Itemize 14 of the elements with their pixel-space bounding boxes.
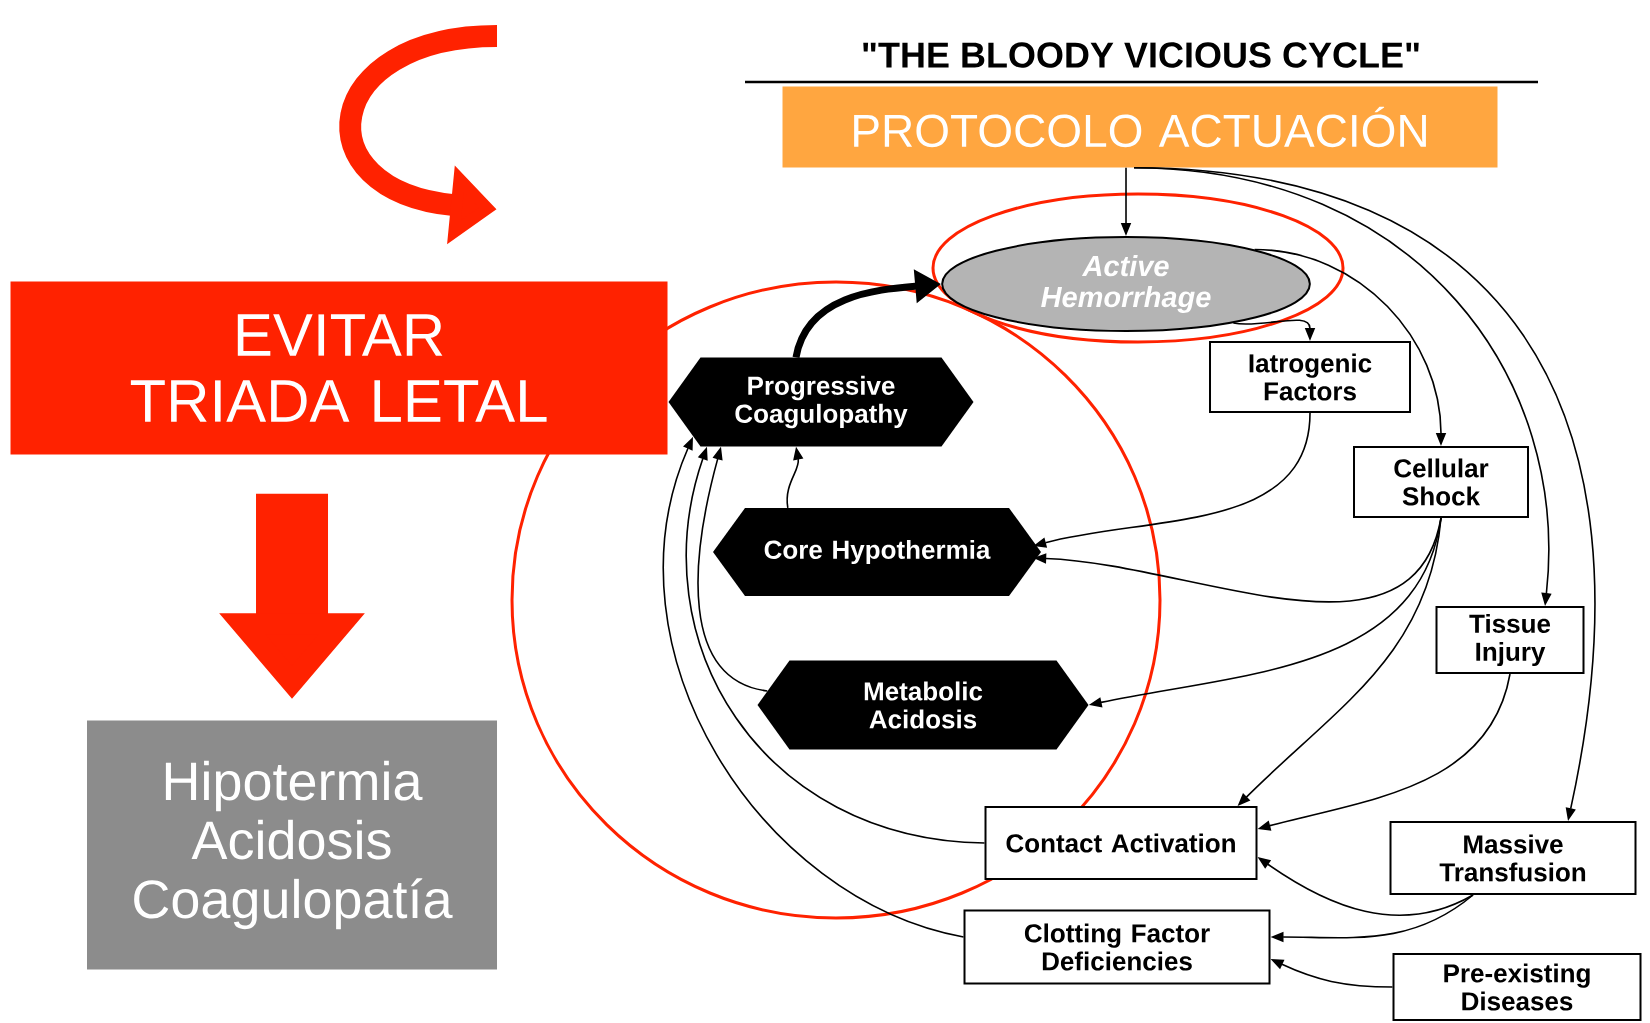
factor-box: Contact Activation	[984, 806, 1258, 880]
protocol-box: PROTOCOLO ACTUACIÓN	[782, 86, 1498, 168]
result-box: Hipotermia Acidosis Coagulopatía	[87, 720, 497, 970]
factor-box: Tissue Injury	[1435, 606, 1585, 674]
factor-box: Clotting Factor Deficiencies	[963, 909, 1271, 985]
factor-box: Massive Transfusion	[1389, 821, 1637, 895]
factor-box: Cellular Shock	[1353, 446, 1529, 518]
warning-box: EVITAR TRIADA LETAL	[10, 281, 668, 455]
diagram-title: "THE BLOODY VICIOUS CYCLE"	[863, 42, 1419, 68]
hexagon-node: Core Hypothermia	[713, 508, 1041, 596]
hexagon-node: Progressive Coagulopathy	[668, 357, 974, 447]
factor-box: Iatrogenic Factors	[1209, 341, 1411, 413]
factor-box: Pre-existing Diseases	[1392, 953, 1642, 1021]
hexagon-node: Metabolic Acidosis	[757, 660, 1089, 750]
